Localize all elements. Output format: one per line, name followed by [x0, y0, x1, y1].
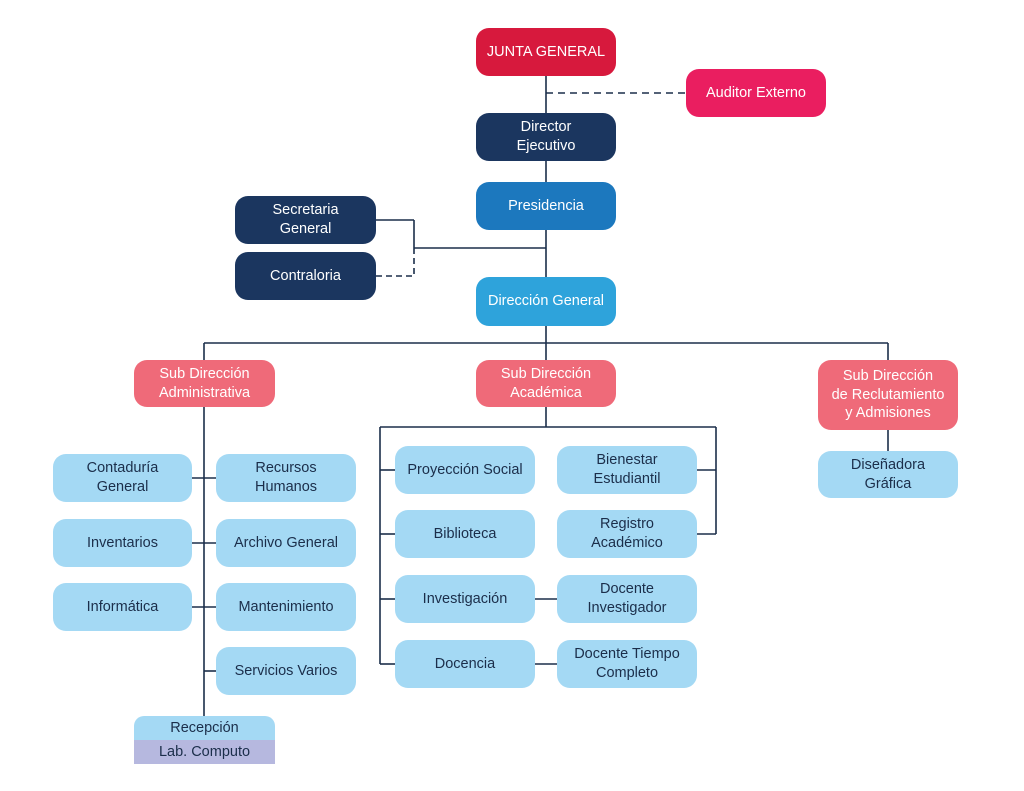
node-junta-general: JUNTA GENERAL	[476, 28, 616, 76]
node-biblioteca: Biblioteca	[395, 510, 535, 558]
node-auditor-externo: Auditor Externo	[686, 69, 826, 117]
node-proyeccion-social: Proyección Social	[395, 446, 535, 494]
node-presidencia: Presidencia	[476, 182, 616, 230]
node-recursos-humanos: Recursos Humanos	[216, 454, 356, 502]
node-sub-direccion-administrativa: Sub Dirección Administrativa	[134, 360, 275, 407]
node-informatica: Informática	[53, 583, 192, 631]
node-direccion-general: Dirección General	[476, 277, 616, 326]
node-sub-direccion-academica: Sub Dirección Académica	[476, 360, 616, 407]
node-secretaria-general: Secretaria General	[235, 196, 376, 244]
node-archivo-general: Archivo General	[216, 519, 356, 567]
node-bienestar-estudiantil: Bienestar Estudiantil	[557, 446, 697, 494]
node-docente-tiempo-completo: Docente Tiempo Completo	[557, 640, 697, 688]
node-docente-investigador: Docente Investigador	[557, 575, 697, 623]
node-mantenimiento: Mantenimiento	[216, 583, 356, 631]
node-sub-direccion-reclutamiento: Sub Dirección de Reclutamiento y Admisio…	[818, 360, 958, 430]
node-inventarios: Inventarios	[53, 519, 192, 567]
node-lab-computo: Lab. Computo	[134, 740, 275, 764]
node-docencia: Docencia	[395, 640, 535, 688]
node-servicios-varios: Servicios Varios	[216, 647, 356, 695]
node-disenadora-grafica: Diseñadora Gráfica	[818, 451, 958, 498]
node-director-ejecutivo: Director Ejecutivo	[476, 113, 616, 161]
node-contraloria: Contraloria	[235, 252, 376, 300]
node-recepcion: Recepción	[134, 716, 275, 740]
node-investigacion: Investigación	[395, 575, 535, 623]
node-contaduria-general: Contaduría General	[53, 454, 192, 502]
node-registro-academico: Registro Académico	[557, 510, 697, 558]
